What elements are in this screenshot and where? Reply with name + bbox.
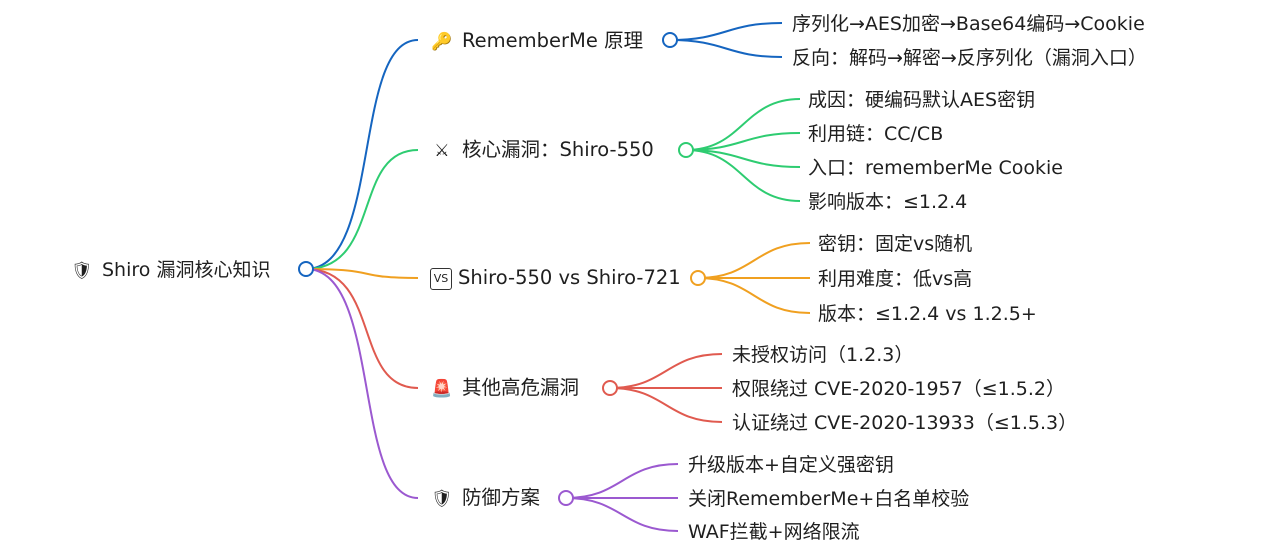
- leaf-item[interactable]: 版本：≤1.2.4 vs 1.2.5+: [818, 303, 1037, 325]
- branch-collapse-node[interactable]: [558, 490, 574, 506]
- branch-connector: [305, 39, 419, 270]
- leaf-connector: [685, 149, 801, 168]
- leaf-connector: [669, 22, 783, 41]
- leaf-item[interactable]: 权限绕过 CVE-2020-1957（≤1.5.2）: [732, 378, 1065, 400]
- leaf-item[interactable]: 利用难度：低vs高: [818, 268, 973, 290]
- leaf-item[interactable]: 密钥：固定vs随机: [818, 233, 973, 255]
- branch-defense[interactable]: 🛡 防御方案: [430, 486, 540, 511]
- leaf-item[interactable]: 反向：解码→解密→反序列化（漏洞入口）: [792, 47, 1147, 69]
- leaf-item[interactable]: 入口：rememberMe Cookie: [808, 157, 1063, 179]
- branch-core-vuln[interactable]: ⚔ 核心漏洞：Shiro-550: [430, 138, 654, 163]
- leaf-connector: [685, 98, 801, 151]
- branch-connector: [305, 268, 419, 499]
- branch-comparison[interactable]: VS Shiro-550 vs Shiro-721: [430, 266, 681, 290]
- root-label: Shiro 漏洞核心知识: [102, 259, 271, 281]
- root-collapse-node[interactable]: [298, 261, 314, 277]
- leaf-item[interactable]: 序列化→AES加密→Base64编码→Cookie: [792, 13, 1145, 35]
- vs-icon: VS: [430, 267, 452, 290]
- leaf-item[interactable]: WAF拦截+网络限流: [688, 521, 860, 543]
- branch-label: 其他高危漏洞: [462, 376, 580, 399]
- leaf-item[interactable]: 利用链：CC/CB: [808, 123, 944, 145]
- branch-label: RememberMe 原理: [462, 29, 644, 52]
- root-node[interactable]: 🛡 Shiro 漏洞核心知识: [70, 258, 270, 283]
- branch-connector: [305, 149, 419, 270]
- branch-label: 核心漏洞：Shiro-550: [462, 138, 654, 161]
- branch-rememberme[interactable]: 🔑 RememberMe 原理: [430, 29, 643, 54]
- shield-icon: 🛡: [71, 261, 93, 281]
- siren-icon: 🚨: [431, 379, 453, 399]
- leaf-item[interactable]: 未授权访问（1.2.3）: [732, 344, 914, 366]
- leaf-connector: [685, 132, 801, 151]
- branch-connector: [305, 268, 419, 389]
- branch-label: 防御方案: [462, 486, 541, 509]
- branch-collapse-node[interactable]: [662, 32, 678, 48]
- leaf-connector: [685, 149, 801, 202]
- branch-label: Shiro-550 vs Shiro-721: [458, 266, 681, 289]
- branch-collapse-node[interactable]: [678, 142, 694, 158]
- leaf-connector: [669, 39, 783, 58]
- branch-other-vulns[interactable]: 🚨 其他高危漏洞: [430, 376, 579, 401]
- crossed-swords-icon: ⚔: [434, 141, 450, 161]
- leaf-item[interactable]: 升级版本+自定义强密钥: [688, 454, 894, 476]
- leaf-connector: [697, 242, 811, 279]
- shield-icon: 🛡: [431, 489, 453, 509]
- branch-collapse-node[interactable]: [690, 270, 706, 286]
- branch-collapse-node[interactable]: [602, 380, 618, 396]
- leaf-connector: [697, 277, 811, 314]
- leaf-item[interactable]: 认证绕过 CVE-2020-13933（≤1.5.3）: [732, 412, 1078, 434]
- leaf-item[interactable]: 成因：硬编码默认AES密钥: [808, 89, 1036, 111]
- leaf-connector: [609, 353, 723, 389]
- branch-connector: [305, 268, 419, 279]
- key-icon: 🔑: [431, 32, 453, 52]
- leaf-connector: [609, 387, 723, 423]
- leaf-connector: [565, 463, 679, 499]
- leaf-item[interactable]: 影响版本：≤1.2.4: [808, 191, 968, 213]
- leaf-connector: [565, 497, 679, 532]
- leaf-item[interactable]: 关闭RememberMe+白名单校验: [688, 488, 970, 510]
